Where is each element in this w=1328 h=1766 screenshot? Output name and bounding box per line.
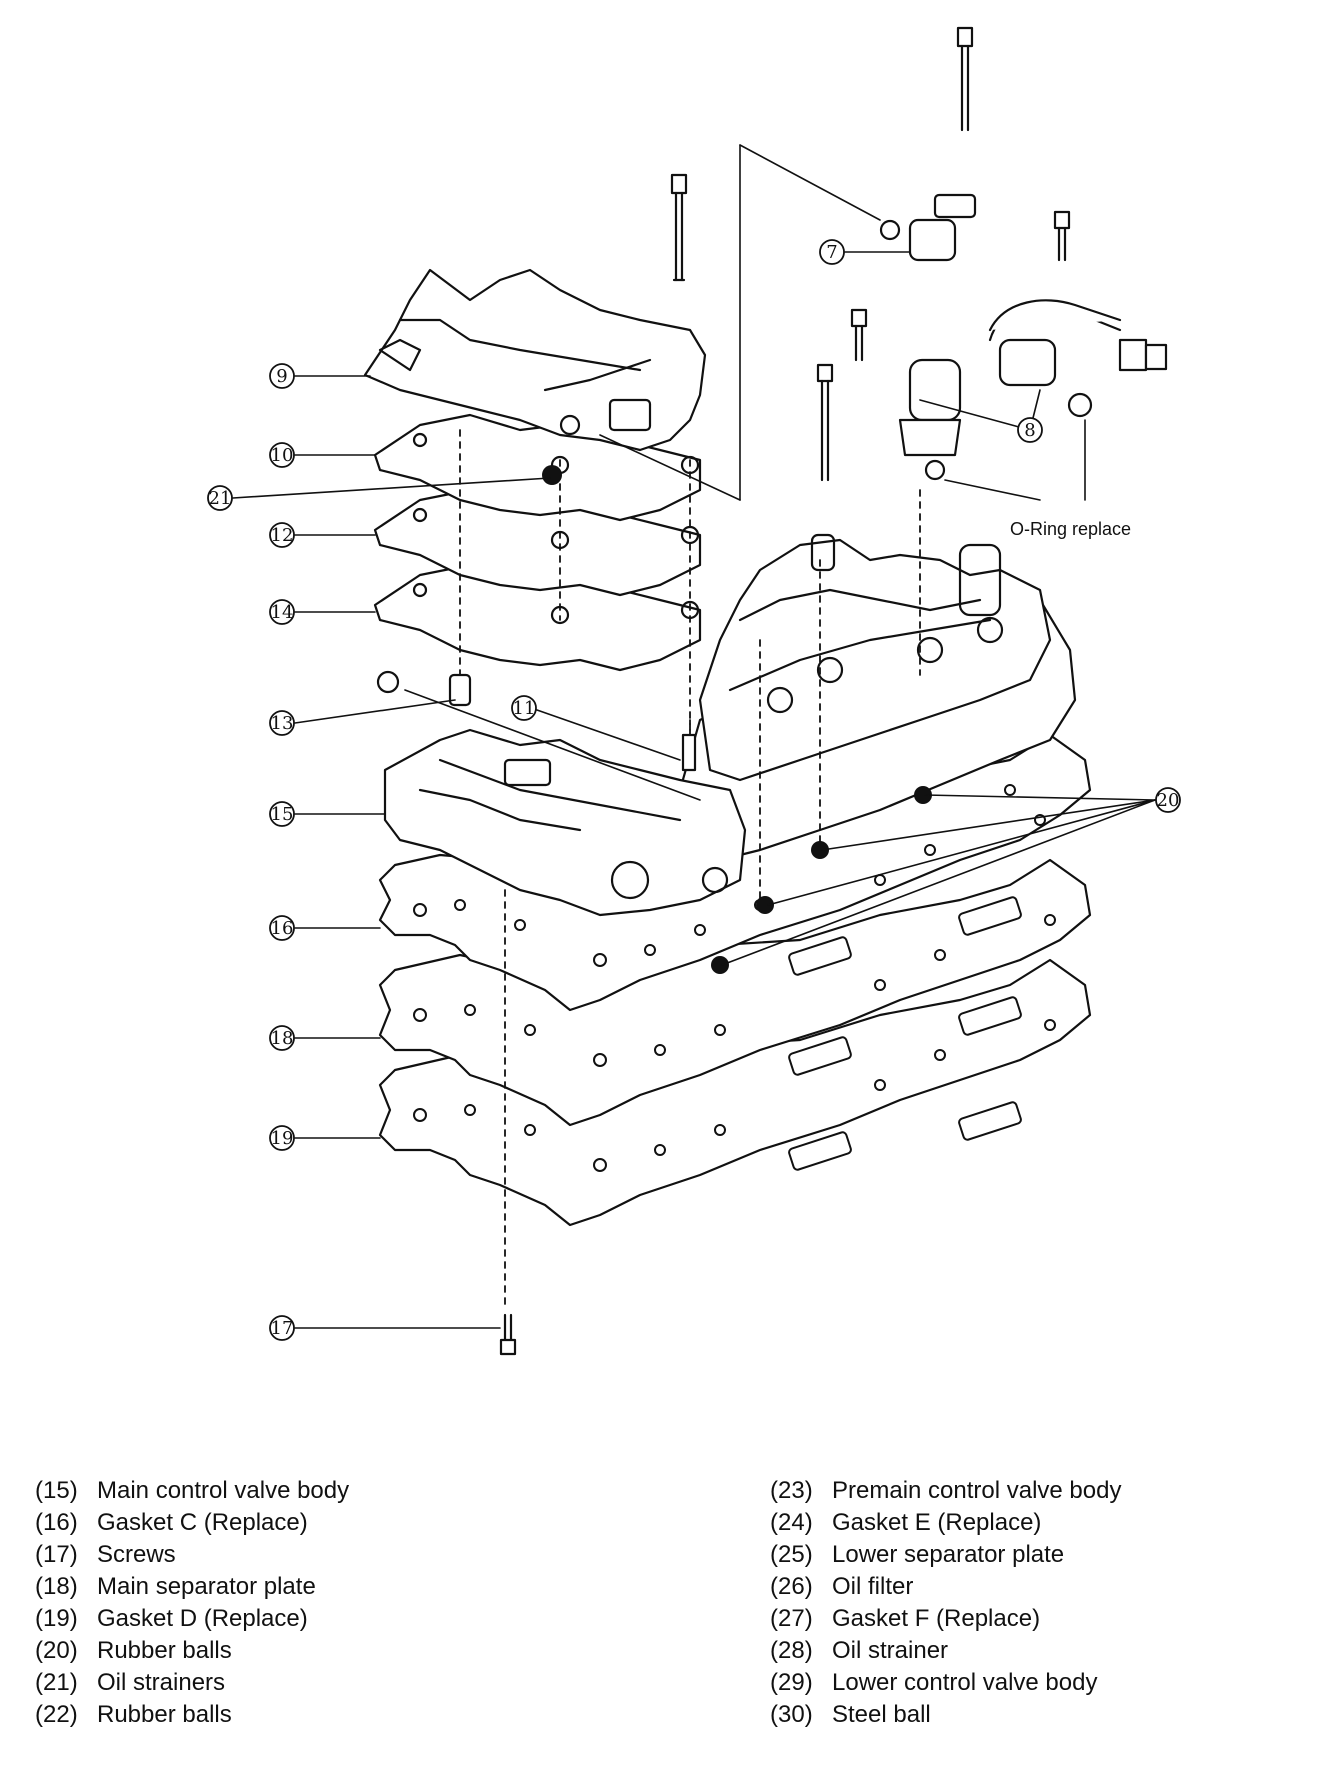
callout-16: 16 (271, 918, 294, 939)
bolt-middle-left (850, 308, 868, 362)
bolt-middle (816, 363, 834, 482)
callout-19: 19 (271, 1128, 294, 1149)
legend-number: (28) (770, 1637, 813, 1664)
legend-number: (17) (35, 1541, 78, 1568)
legend-label: Oil strainers (97, 1669, 226, 1696)
legend-item: (27) Gasket F (Replace) (770, 1603, 1121, 1635)
legend-item: (18) Main separator plate (35, 1571, 349, 1603)
legend-item: (28) Oil strainer (770, 1635, 1121, 1667)
legend-number: (26) (770, 1573, 813, 1600)
legend-number: (24) (770, 1509, 813, 1536)
legend-number: (27) (770, 1605, 813, 1632)
bolt-top-right (956, 26, 974, 132)
o-ring-note: O-Ring replace (1010, 519, 1131, 539)
callout-20: 20 (1157, 790, 1180, 811)
rubber-ball-set (542, 465, 932, 974)
main-control-valve-body (383, 728, 747, 917)
callout-13: 13 (271, 713, 294, 734)
legend-label: Oil strainer (832, 1637, 949, 1664)
legend-item: (30) Steel ball (770, 1699, 1121, 1731)
legend-item: (17) Screws (35, 1539, 349, 1571)
oil-strainer-13 (376, 670, 472, 707)
legend-number: (29) (770, 1669, 813, 1696)
callout-17: 17 (271, 1318, 294, 1339)
callout-10: 10 (271, 445, 294, 466)
legend-item: (26) Oil filter (770, 1571, 1121, 1603)
legend-item: (22) Rubber balls (35, 1699, 349, 1731)
legend-label: Main control valve body (97, 1477, 350, 1504)
callout-18: 18 (271, 1028, 294, 1049)
legend-label: Gasket D (Replace) (97, 1605, 308, 1632)
legend-label: Lower control valve body (832, 1669, 1098, 1696)
legend-number: (30) (770, 1701, 813, 1728)
callout-11: 11 (513, 698, 536, 719)
bolt-valve-body (681, 733, 697, 772)
callout-7: 7 (826, 242, 837, 263)
callout-8: 8 (1024, 420, 1035, 441)
legend-item: (21) Oil strainers (35, 1667, 349, 1699)
legend-label: Gasket C (Replace) (97, 1509, 308, 1536)
exploded-valve-body-diagram: 9 10 21 12 14 13 11 15 16 18 19 17 7 8 2… (207, 26, 1181, 1356)
legend-item: (29) Lower control valve body (770, 1667, 1121, 1699)
legend-number: (25) (770, 1541, 813, 1568)
legend-label: Lower separator plate (832, 1541, 1065, 1568)
legend-label: Rubber balls (97, 1637, 232, 1664)
legend-label: Main separator plate (97, 1573, 316, 1600)
legend-item: (19) Gasket D (Replace) (35, 1603, 349, 1635)
legend-label: Rubber balls (97, 1701, 232, 1728)
legend-label: Gasket E (Replace) (832, 1509, 1042, 1536)
bolt-top-left (670, 173, 688, 282)
screw-17 (499, 1313, 517, 1356)
bolt-solenoid (1053, 210, 1071, 262)
legend-number: (21) (35, 1669, 78, 1696)
legend-label: Screws (97, 1541, 176, 1568)
legend-number: (15) (35, 1477, 78, 1504)
legend-number: (23) (770, 1477, 813, 1504)
legend-number: (18) (35, 1573, 78, 1600)
solenoid-8 (898, 338, 1093, 481)
legend-item: (20) Rubber balls (35, 1635, 349, 1667)
legend-number: (20) (35, 1637, 78, 1664)
legend-item: (23) Premain control valve body (770, 1475, 1121, 1507)
legend-item: (25) Lower separator plate (770, 1539, 1121, 1571)
legend-item: (24) Gasket E (Replace) (770, 1507, 1121, 1539)
legend-right-column: (23) Premain control valve body (24) Gaske… (770, 1475, 1121, 1731)
legend-item: (15) Main control valve body (35, 1475, 349, 1507)
legend-item: (16) Gasket C (Replace) (35, 1507, 349, 1539)
solenoid-7 (879, 193, 977, 262)
callout-15: 15 (271, 804, 294, 825)
legend-label: Steel ball (832, 1701, 931, 1728)
legend-label: Premain control valve body (832, 1477, 1122, 1504)
callout-9: 9 (276, 366, 287, 387)
callout-14: 14 (271, 602, 294, 623)
callout-21: 21 (209, 488, 232, 509)
legend-number: (22) (35, 1701, 78, 1728)
legend-number: (16) (35, 1509, 78, 1536)
legend-number: (19) (35, 1605, 78, 1632)
legend-left-column: (15) Main control valve body (16) Gasket C… (35, 1475, 349, 1731)
wire-connector (988, 299, 1168, 372)
legend-label: Oil filter (832, 1573, 914, 1600)
legend-label: Gasket F (Replace) (832, 1605, 1041, 1632)
callout-12: 12 (271, 525, 294, 546)
upper-valve-body (363, 268, 707, 452)
